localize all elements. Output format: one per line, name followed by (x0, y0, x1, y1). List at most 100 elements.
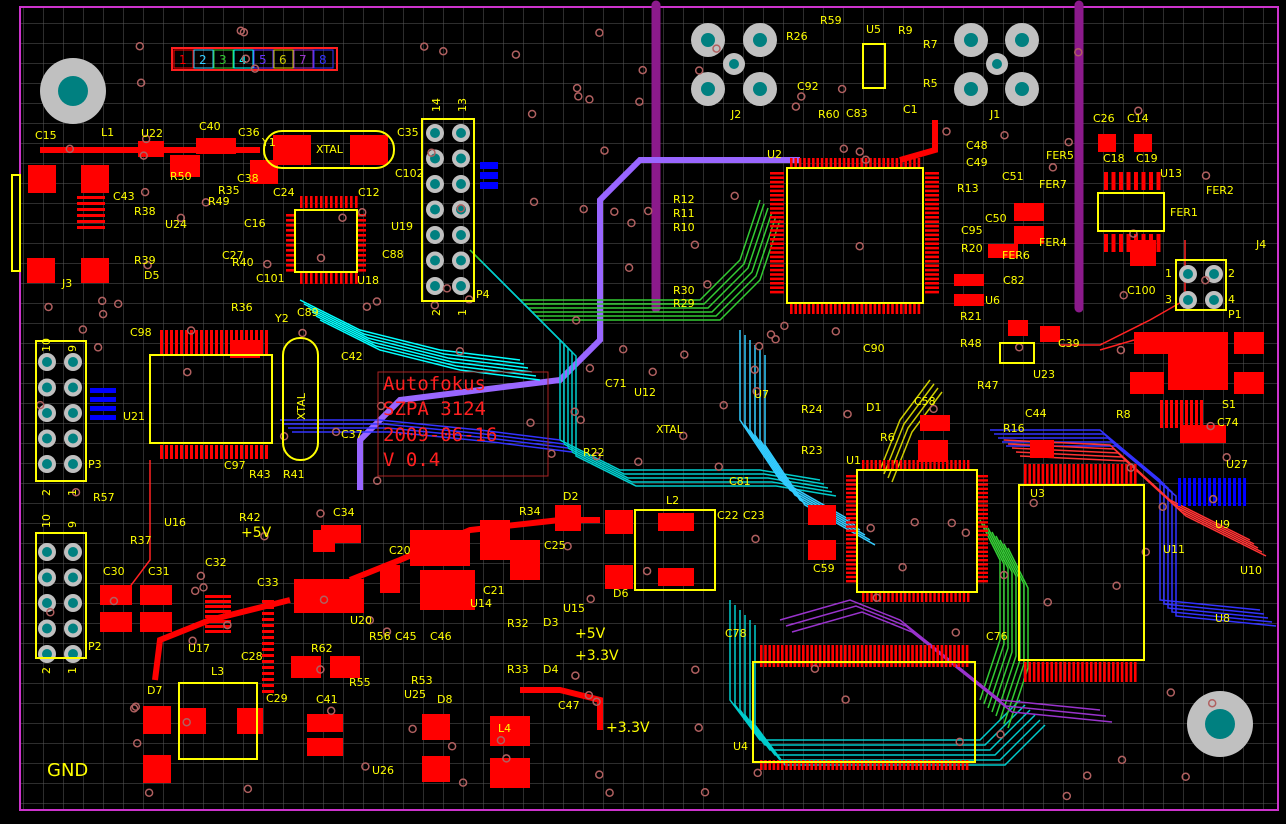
designator-r21: R21 (960, 310, 982, 323)
designator-d6: D6 (613, 587, 628, 600)
designator-c32: C32 (205, 556, 227, 569)
designator-c21: C21 (483, 584, 505, 597)
designator-c20: C20 (389, 544, 411, 557)
silkscreen-outlines (11, 43, 1227, 763)
designator-u12: U12 (634, 386, 656, 399)
designator-c95: C95 (961, 224, 983, 237)
designator-u4: U4 (733, 740, 748, 753)
designator-l3: L3 (211, 665, 224, 678)
designator-c45: C45 (395, 630, 417, 643)
designator-c16: C16 (244, 217, 266, 230)
designator-r56: R56 (369, 630, 391, 643)
designator-u18: U18 (357, 274, 379, 287)
legend-cell-6 (273, 49, 294, 69)
legend-cell-5 (253, 49, 274, 69)
designator-p2: P2 (88, 640, 102, 653)
designator-r34: R34 (519, 505, 541, 518)
designator-u9: U9 (1215, 518, 1230, 531)
designator-d8: D8 (437, 693, 452, 706)
copper-traces (40, 120, 1277, 766)
silk-line-2: SZPA 3124 (383, 398, 486, 420)
designator-r20: R20 (961, 242, 983, 255)
gnd-label: GND (47, 760, 88, 781)
designator-c28: C28 (241, 650, 263, 663)
legend-label-6: 6 (279, 53, 287, 67)
designator-u7: U7 (754, 388, 769, 401)
legend-cell-8 (313, 49, 334, 69)
designator-u20: U20 (350, 614, 372, 627)
designator-fer5: FER5 (1046, 149, 1074, 162)
designator-r41: R41 (283, 468, 305, 481)
svg-text:13: 13 (456, 98, 469, 112)
silk-line-3: 2009-06-16 (383, 424, 497, 446)
designator-c25: C25 (544, 539, 566, 552)
svg-text:2: 2 (1228, 267, 1235, 280)
svg-text:1: 1 (1165, 267, 1172, 280)
designator-c47: C47 (558, 699, 580, 712)
designator-c92: C92 (797, 80, 819, 93)
designator-c29: C29 (266, 692, 288, 705)
legend-label-2: 2 (199, 53, 207, 67)
designator-r37: R37 (130, 534, 152, 547)
designator-r35: R35 (218, 184, 240, 197)
designator-r33: R33 (507, 663, 529, 676)
designator-c102: C102 (395, 167, 424, 180)
designator-r47: R47 (977, 379, 999, 392)
power-label-33-a: +3.3V (575, 648, 619, 664)
designator-c37: C37 (341, 428, 363, 441)
svg-text:2: 2 (40, 489, 53, 496)
designator-c51: C51 (1002, 170, 1024, 183)
svg-text:9: 9 (66, 345, 79, 352)
designator-r55: R55 (349, 676, 371, 689)
designator-c48: C48 (966, 139, 988, 152)
power-label-33-b: +3.3V (606, 720, 650, 736)
net-trace-purple (357, 157, 800, 490)
designator-c81: C81 (729, 475, 751, 488)
designator-c34: C34 (333, 506, 355, 519)
mounting-hole-top-left (40, 58, 106, 124)
designator-u10: U10 (1240, 564, 1262, 577)
xtal-label-y2: XTAL (295, 392, 308, 420)
designator-c31: C31 (148, 565, 170, 578)
svg-text:9: 9 (66, 521, 79, 528)
designator-c82: C82 (1003, 274, 1025, 287)
designator-c18: C18 (1103, 152, 1125, 165)
designator-u27: U27 (1226, 458, 1248, 471)
designator-y2: Y2 (274, 312, 289, 325)
designator-c59: C59 (813, 562, 835, 575)
designator-r42: R42 (239, 511, 261, 524)
designator-j3: J3 (61, 277, 72, 290)
legend-cell-2 (193, 49, 214, 69)
designator-d2: D2 (563, 490, 578, 503)
power-label-5v-b: +5V (575, 626, 606, 642)
designator-r10: R10 (673, 221, 695, 234)
designator-r32: R32 (507, 617, 529, 630)
designator-d1: D1 (866, 401, 881, 414)
designator-r23: R23 (801, 444, 823, 457)
designator-c49: C49 (966, 156, 988, 169)
designator-c101: C101 (256, 272, 285, 285)
designator-c40: C40 (199, 120, 221, 133)
power-label-5v-a: +5V (241, 525, 272, 541)
designator-r22: R22 (583, 446, 605, 459)
designator-y1: Y1 (261, 136, 276, 149)
designator-c1: C1 (903, 103, 918, 116)
designator-r7: R7 (923, 38, 938, 51)
designator-r8: R8 (1116, 408, 1131, 421)
svg-text:10: 10 (40, 514, 53, 528)
designator-u14: U14 (470, 597, 492, 610)
vias (35, 26, 1231, 801)
designator-c100: C100 (1127, 284, 1156, 297)
legend-cell-1 (173, 49, 194, 69)
designator-c36: C36 (238, 126, 260, 139)
designator-fer2: FER2 (1206, 184, 1234, 197)
designator-c12: C12 (358, 186, 380, 199)
header-pin-numbers: 14 13 2 1 10 9 2 1 10 9 2 1 1 2 3 4 (40, 98, 1235, 674)
designator-s1: S1 (1222, 398, 1236, 411)
designator-c46: C46 (430, 630, 452, 643)
designator-c44: C44 (1025, 407, 1047, 420)
svg-text:3: 3 (1165, 293, 1172, 306)
designator-r5: R5 (923, 77, 938, 90)
designator-d5: D5 (144, 269, 159, 282)
legend-cell-4 (233, 49, 254, 69)
